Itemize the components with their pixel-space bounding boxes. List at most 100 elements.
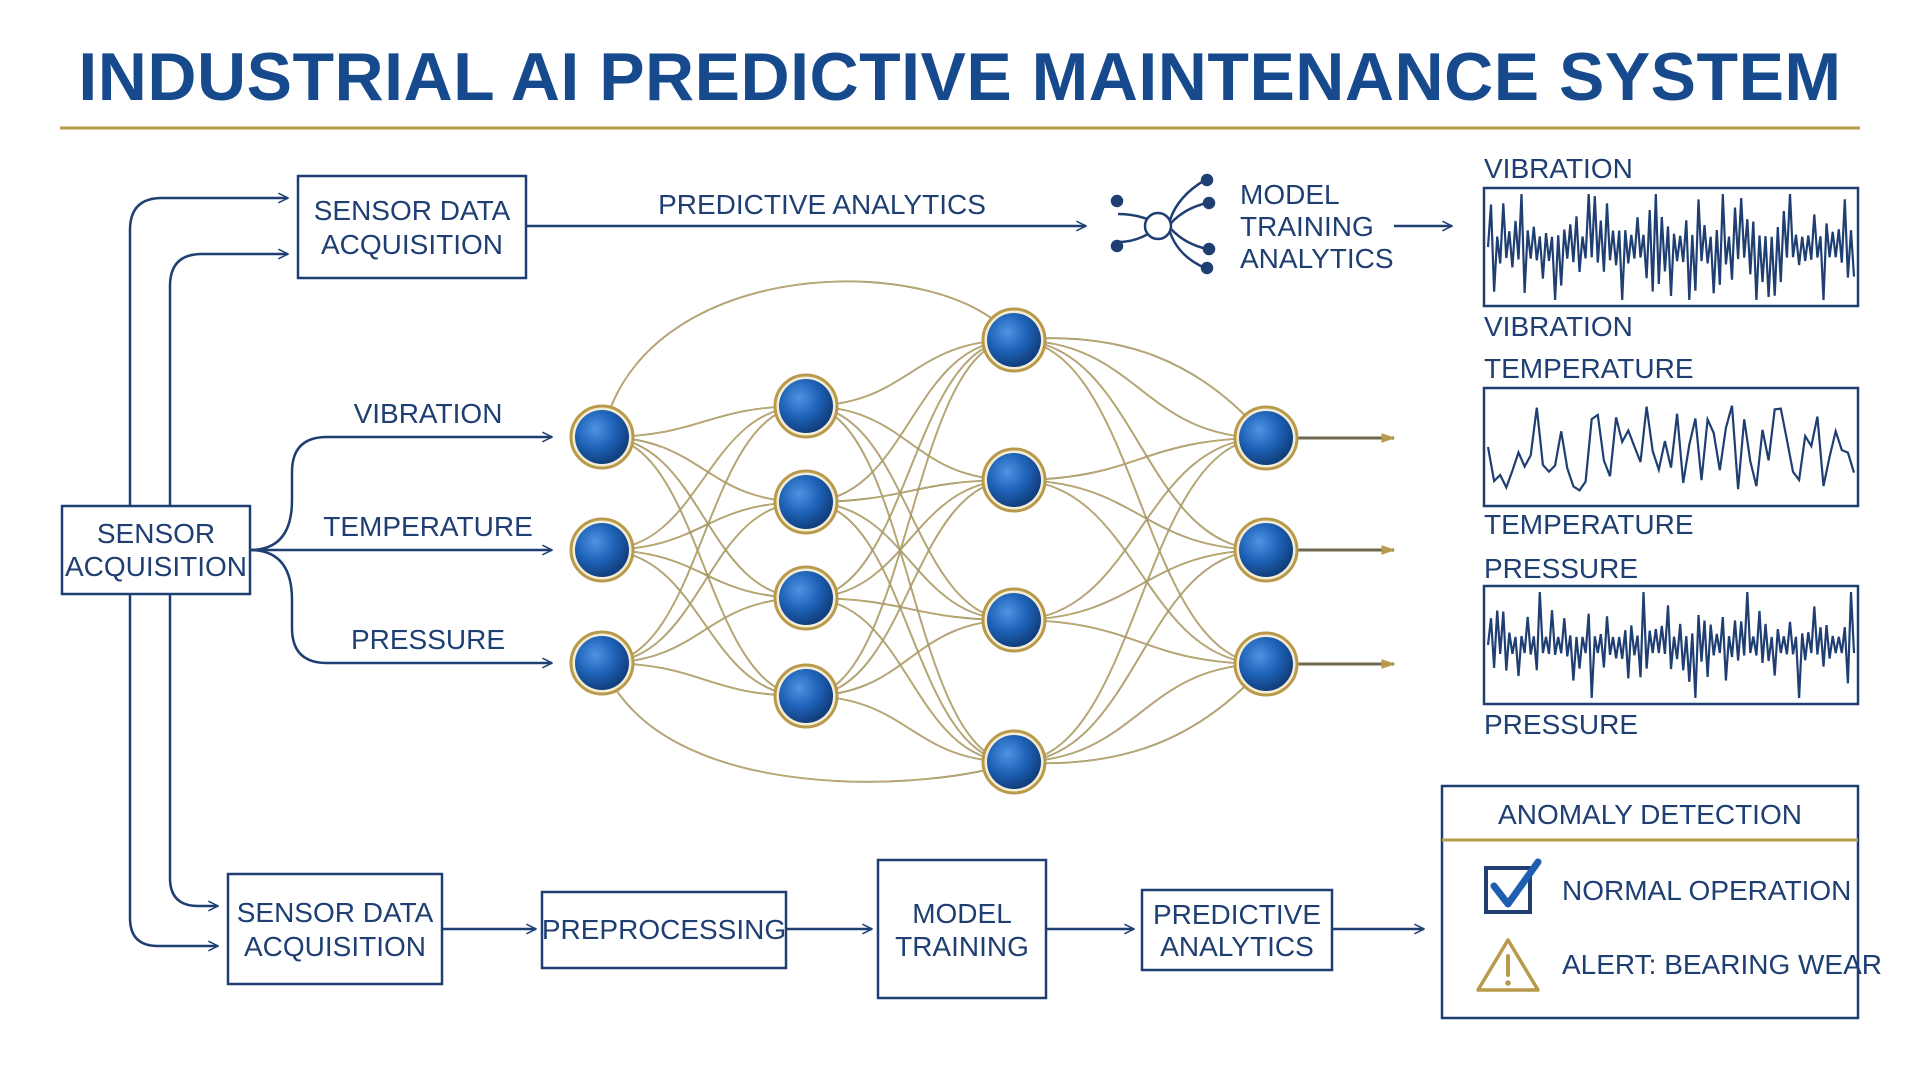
feed-line-top-outer: [128, 198, 288, 506]
nn-edge-highlight-2-2-0: [1013, 437, 1267, 621]
model-label-line2: TRAINING: [1240, 211, 1374, 242]
nn-node-2-3: [987, 735, 1041, 789]
nn-edge-highlight-2-2-2: [1013, 619, 1267, 665]
nn-edge-highlight-2-0-1: [1013, 339, 1267, 551]
nn-node-0-0: [575, 410, 629, 464]
pipeline-step-model-training: MODEL TRAINING: [876, 858, 1048, 1000]
nn-node-3-1: [1239, 523, 1293, 577]
nn-edge-highlight-1-0-2: [805, 405, 1015, 621]
nn-edge-highlight-0-1-1: [601, 501, 807, 551]
nn-edge-highlight-0-1-2: [601, 549, 807, 599]
vibration-waveform: [1486, 193, 1856, 301]
nn-edge-highlight-1-1-2: [805, 501, 1015, 621]
nn-edge-highlight-2-3-1: [1013, 549, 1267, 763]
nn-edge-highlight-1-3-2: [805, 619, 1015, 697]
neural-network-edges: [601, 280, 1267, 783]
signal-panel-temperature: TEMPERATURE TEMPERATURE: [1482, 353, 1860, 540]
sensor-acquisition-box: SENSOR ACQUISITION: [60, 504, 252, 596]
nn-edge-highlight-1-2-3: [805, 597, 1015, 763]
nn-edge-highlight-2-1-1: [1013, 479, 1267, 551]
nn-edge-highlight-0-0-3: [601, 436, 807, 697]
network-hub-icon: [1110, 173, 1216, 275]
nn-edge-highlight-2-3-0: [1013, 437, 1267, 763]
signal-bottom-label-pressure: PRESSURE: [1484, 709, 1638, 740]
signal-bottom-label-vibration: VIBRATION: [1484, 311, 1633, 342]
nn-node-1-0: [779, 379, 833, 433]
nn-edge-highlight-2-3-2: [1013, 663, 1267, 763]
nn-node-2-0: [987, 313, 1041, 367]
feed-line-top-inner: [168, 254, 288, 506]
nn-edge-highlight-1-2-1: [805, 479, 1015, 599]
nn-edge-highlight-1-1-3: [805, 501, 1015, 763]
nn-node-3-0: [1239, 411, 1293, 465]
nn-skip-edge-highlight-3: [1013, 663, 1267, 764]
signal-top-label-pressure: PRESSURE: [1484, 553, 1638, 584]
nn-edge-highlight-1-0-3: [805, 405, 1015, 763]
nn-edge-highlight-1-2-0: [805, 339, 1015, 599]
nn-edge-highlight-0-2-2: [601, 597, 807, 664]
pipeline-step-predictive-analytics-line2: ANALYTICS: [1160, 931, 1314, 962]
pipeline-step-sensor-data-line1: SENSOR DATA: [237, 897, 434, 928]
nn-node-3-2: [1239, 637, 1293, 691]
signal-panel-pressure: PRESSURE PRESSURE: [1482, 553, 1860, 740]
nn-edge-highlight-0-0-1: [601, 436, 807, 503]
feed-line-bottom-outer: [128, 594, 218, 946]
nn-node-0-2: [575, 636, 629, 690]
nn-skip-edge-highlight-0: [601, 280, 1015, 438]
pipeline-step-sensor-data: SENSOR DATA ACQUISITION: [226, 872, 444, 986]
signal-bottom-label-temperature: TEMPERATURE: [1484, 509, 1694, 540]
nn-edge-highlight-2-2-1: [1013, 549, 1267, 621]
nn-edge-highlight-0-2-1: [601, 501, 807, 664]
nn-edge-highlight-2-1-2: [1013, 479, 1267, 665]
nn-edge-highlight-1-1-1: [805, 479, 1015, 503]
nn-node-1-2: [779, 571, 833, 625]
sensor-acquisition-label-line2: ACQUISITION: [65, 551, 247, 582]
nn-node-1-1: [779, 475, 833, 529]
nn-node-2-1: [987, 453, 1041, 507]
nn-node-1-3: [779, 669, 833, 723]
top-predictive-label: PREDICTIVE ANALYTICS: [658, 189, 986, 220]
signal-top-label-vibration: VIBRATION: [1484, 153, 1633, 184]
signal-panel-vibration: VIBRATION VIBRATION: [1482, 153, 1860, 342]
branch-label-temperature: TEMPERATURE: [323, 511, 533, 542]
neural-network-nodes: [569, 307, 1299, 795]
nn-node-2-2: [987, 593, 1041, 647]
nn-edge-highlight-1-2-2: [805, 597, 1015, 621]
pipeline-step-predictive-analytics: PREDICTIVE ANALYTICS: [1140, 888, 1334, 972]
sensor-acquisition-label-line1: SENSOR: [97, 518, 215, 549]
nn-edge-highlight-1-3-1: [805, 479, 1015, 697]
branch-pressure: [249, 548, 552, 663]
nn-edge-highlight-0-0-0: [601, 405, 807, 438]
nn-edge-highlight-1-0-1: [805, 405, 1015, 481]
feed-line-bottom-inner: [168, 594, 218, 906]
nn-edge-highlight-0-1-0: [601, 405, 807, 551]
checkbox-check-icon: [1484, 858, 1542, 914]
nn-edge-highlight-1-3-0: [805, 339, 1015, 697]
nn-edge-highlight-2-1-0: [1013, 437, 1267, 481]
page-title: INDUSTRIAL AI PREDICTIVE MAINTENANCE SYS…: [78, 39, 1841, 115]
nn-skip-edge-highlight-1: [601, 662, 1015, 783]
branch-label-pressure: PRESSURE: [351, 624, 505, 655]
nn-edge-highlight-1-0-0: [805, 339, 1015, 407]
pressure-waveform: [1486, 591, 1856, 699]
nn-skip-edge-highlight-2: [1013, 337, 1267, 439]
pipeline-step-sensor-data-line2: ACQUISITION: [244, 931, 426, 962]
nn-edge-highlight-0-1-3: [601, 549, 807, 697]
branch-label-vibration: VIBRATION: [354, 398, 503, 429]
anomaly-detection-title: ANOMALY DETECTION: [1498, 799, 1802, 830]
nn-edge-highlight-1-3-3: [805, 695, 1015, 763]
normal-operation-label: NORMAL OPERATION: [1562, 875, 1851, 906]
nn-edge-highlight-0-2-3: [601, 662, 807, 697]
top-sensor-data-label-line2: ACQUISITION: [321, 229, 503, 260]
top-sensor-data-box: SENSOR DATA ACQUISITION: [296, 174, 528, 280]
nn-edge-highlight-0-2-0: [601, 405, 807, 664]
neural-network-output-arrows: [1298, 433, 1396, 669]
pipeline-step-model-training-line1: MODEL: [912, 898, 1012, 929]
top-sensor-data-label-line1: SENSOR DATA: [314, 195, 511, 226]
signal-top-label-temperature: TEMPERATURE: [1484, 353, 1694, 384]
nn-edge-highlight-2-0-2: [1013, 339, 1267, 665]
nn-edge-highlight-2-0-0: [1013, 339, 1267, 439]
warning-triangle-icon: [1476, 938, 1540, 992]
